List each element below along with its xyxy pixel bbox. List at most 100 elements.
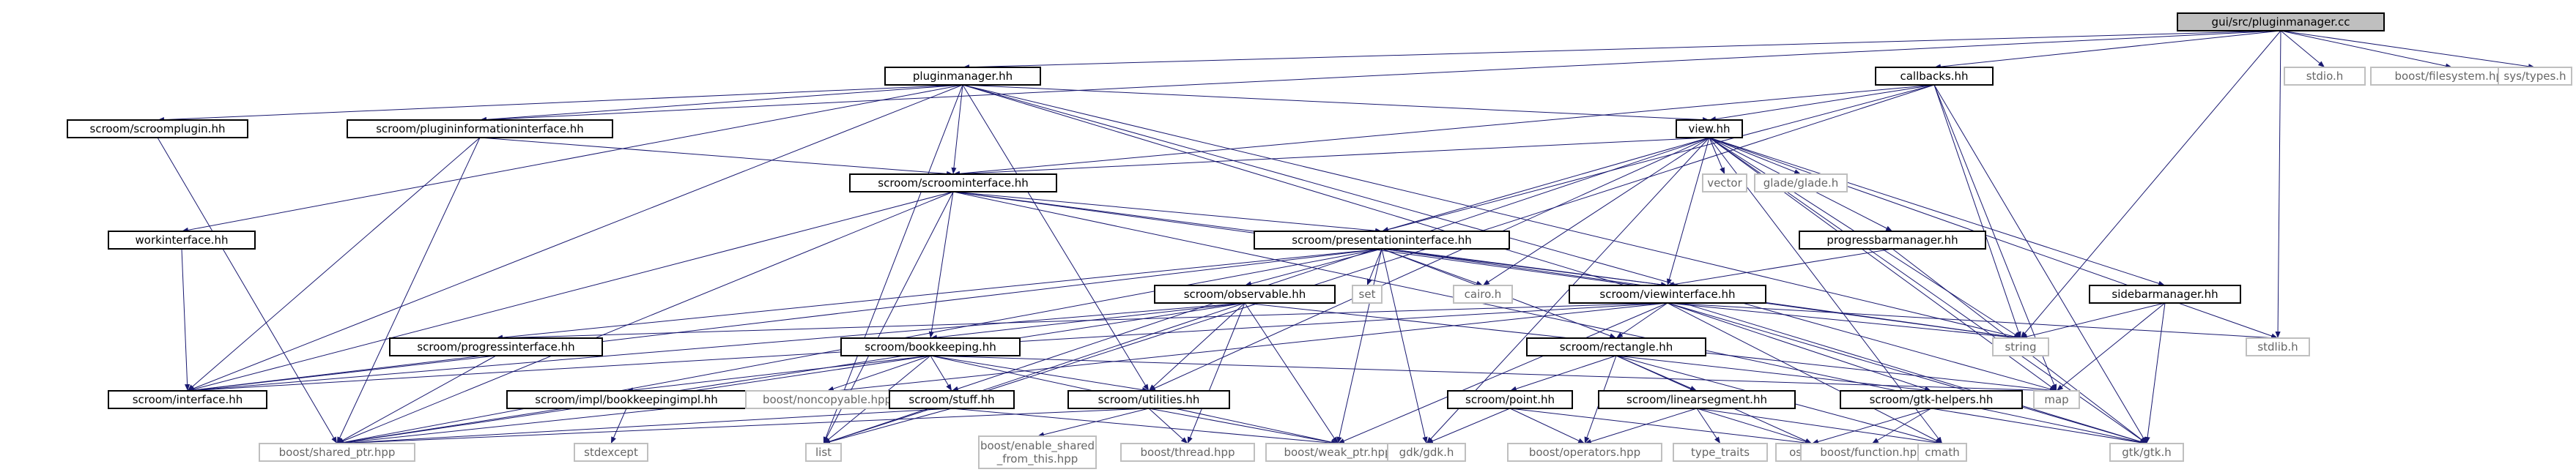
node-label: gdk/gdk.h [1399, 446, 1454, 459]
node-utilities[interactable]: scroom/utilities.hh [1067, 390, 1230, 409]
node-scroomplugin[interactable]: scroom/scroomplugin.hh [67, 119, 248, 138]
edge-rectangle-to-point [1509, 355, 1617, 392]
node-label: workinterface.hh [136, 233, 229, 247]
edge-bookkeeping-to-noncopyable [826, 355, 931, 392]
edge-sidebarmanager-to-map [2056, 302, 2166, 392]
node-box [389, 337, 603, 356]
edge-presentationinterface-to-observable [1244, 248, 1383, 287]
node-box [1507, 443, 1662, 462]
node-label: gui/src/pluginmanager.cc [2212, 15, 2350, 29]
node-workinterface[interactable]: workinterface.hh [108, 231, 256, 250]
edge-pluginmanager_hh-to-list [823, 84, 963, 444]
edge-view_hh-to-viewinterface [1666, 137, 1710, 286]
edge-view_hh-to-utilities [1148, 137, 1710, 392]
node-thread: boost/thread.hpp [1120, 443, 1255, 462]
edge-bookkeeping-to-map [930, 355, 2057, 394]
node-box [1526, 337, 1706, 356]
edge-pluginmanager_hh-to-view_hh [962, 84, 1710, 123]
node-label: sys/types.h [2503, 70, 2566, 83]
edge-point-to-gdk [1426, 408, 1511, 444]
node-label: glade/glade.h [1763, 176, 1839, 190]
edge-gtkhelpers-to-ostream [1811, 408, 1932, 444]
node-box [1447, 390, 1573, 409]
node-linearsegment[interactable]: scroom/linearsegment.hh [1598, 390, 1796, 409]
edge-pluginmanager_cc-to-string [2020, 30, 2281, 339]
edge-pluginmanager_cc-to-plugininfo [479, 30, 2281, 123]
edge-presentationinterface-to-gdk [1381, 248, 1428, 444]
node-enable_shared: boost/enable_shared_from_this.hpp [978, 435, 1097, 469]
file-nodes: gui/src/pluginmanager.cc pluginmanager.hh… [67, 12, 2572, 469]
node-progressinterface[interactable]: scroom/progressinterface.hh [389, 337, 603, 356]
edge-callbacks_hh-to-string [1933, 84, 2021, 339]
node-sys_types: sys/types.h [2498, 67, 2572, 86]
edge-pluginmanager_cc-to-stdlib [2275, 30, 2281, 339]
node-box [1799, 231, 1986, 250]
edge-progressinterface-to-shared_ptr [336, 355, 497, 444]
node-box [2284, 67, 2366, 86]
edge-observable-to-shared_ptr [336, 302, 1246, 446]
node-view_hh[interactable]: view.hh [1676, 119, 1743, 138]
edge-linearsegment-to-operators [1584, 408, 1698, 444]
node-observable[interactable]: scroom/observable.hh [1154, 285, 1336, 304]
node-point[interactable]: scroom/point.hh [1447, 390, 1573, 409]
node-bookkeepingimpl[interactable]: scroom/impl/bookkeepingimpl.hh [506, 390, 747, 409]
edge-pluginmanager_hh-to-string [962, 84, 2021, 340]
node-scroominterface[interactable]: scroom/scroominterface.hh [849, 173, 1057, 192]
node-bookkeeping[interactable]: scroom/bookkeeping.hh [840, 337, 1021, 356]
node-box [1598, 390, 1796, 409]
node-box [1875, 67, 1994, 86]
node-progressbarmanager[interactable]: progressbarmanager.hh [1799, 231, 1986, 250]
edge-viewinterface-to-string [1667, 302, 2021, 340]
node-label: scroom/presentationinterface.hh [1292, 233, 1472, 247]
edge-gtkhelpers-to-function [1871, 408, 1932, 444]
node-pluginmanager_hh[interactable]: pluginmanager.hh [884, 67, 1041, 86]
node-box [1569, 285, 1766, 304]
edge-view_hh-to-scroominterface [952, 137, 1710, 177]
node-callbacks_hh[interactable]: callbacks.hh [1875, 67, 1994, 86]
node-operators: boost/operators.hpp [1507, 443, 1662, 462]
node-box [2033, 390, 2080, 409]
node-box [108, 390, 267, 409]
node-box [1702, 173, 1747, 192]
node-label: scroom/bookkeeping.hh [865, 340, 996, 354]
node-sidebarmanager[interactable]: sidebarmanager.hh [2089, 285, 2241, 304]
node-box [1676, 119, 1743, 138]
node-plugininfo[interactable]: scroom/plugininformationinterface.hh [347, 119, 613, 138]
edge-observable-to-interface_hh [187, 302, 1246, 393]
node-presentationinterface[interactable]: scroom/presentationinterface.hh [1254, 231, 1510, 250]
edge-presentationinterface-to-weak_ptr [1336, 248, 1383, 444]
edge-rectangle-to-gtkhelpers [1615, 355, 1932, 393]
edge-utilities-to-shared_ptr [336, 408, 1150, 446]
node-box [978, 435, 1097, 469]
node-stuff[interactable]: scroom/stuff.hh [889, 390, 1015, 409]
edge-presentationinterface-to-progressinterface [495, 248, 1383, 340]
edge-plugininfo-to-scroominterface [479, 137, 954, 176]
node-label: scroom/scroominterface.hh [878, 176, 1028, 190]
node-rectangle[interactable]: scroom/rectangle.hh [1526, 337, 1706, 356]
node-label: pluginmanager.hh [913, 70, 1013, 83]
node-gtkhelpers[interactable]: scroom/gtk-helpers.hh [1840, 390, 2023, 409]
node-label: stdio.h [2306, 70, 2344, 83]
node-label: boost/shared_ptr.hpp [279, 446, 396, 460]
node-label: scroom/impl/bookkeepingimpl.hh [535, 393, 718, 406]
node-box [2109, 443, 2184, 462]
node-stdio_h: stdio.h [2284, 67, 2366, 86]
node-viewinterface[interactable]: scroom/viewinterface.hh [1569, 285, 1766, 304]
node-label: scroom/utilities.hh [1098, 393, 1200, 406]
edge-pluginmanager_hh-to-gtk [962, 84, 2147, 444]
node-box [1917, 443, 1967, 462]
node-pluginmanager_cc: gui/src/pluginmanager.cc [2177, 12, 2385, 31]
node-interface_hh[interactable]: scroom/interface.hh [108, 390, 267, 409]
node-label: boost/weak_ptr.hpp [1284, 446, 1391, 460]
node-box [259, 443, 415, 462]
node-label: scroom/scroomplugin.hh [90, 122, 226, 135]
node-box [1673, 443, 1768, 462]
edge-view_hh-to-vector [1709, 137, 1725, 175]
edge-viewinterface-to-gtk [1667, 302, 2147, 444]
edge-pluginmanager_cc-to-callbacks_hh [1933, 30, 2281, 70]
node-label: callbacks.hh [1900, 70, 1968, 83]
node-label: boost/filesystem.hpp [2394, 70, 2509, 83]
node-cmath: cmath [1917, 443, 1967, 462]
node-label: progressbarmanager.hh [1826, 233, 1958, 247]
